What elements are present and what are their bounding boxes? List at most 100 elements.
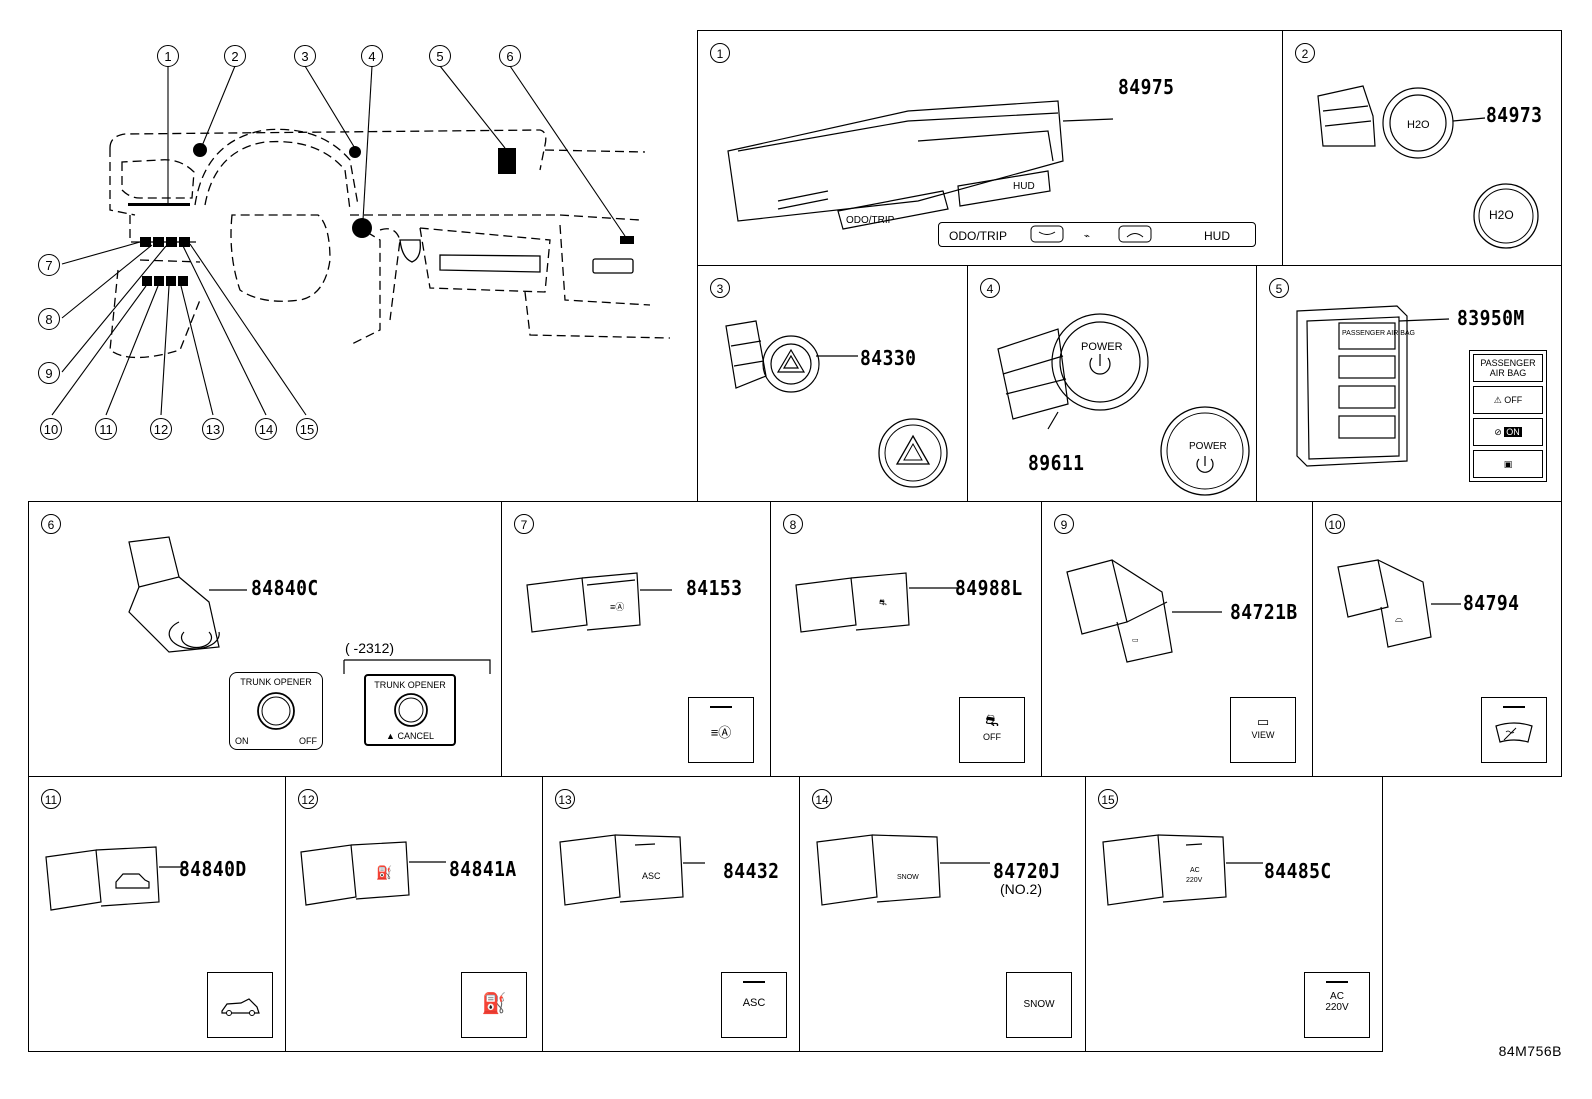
auto-headlamp-icon: ≡Ⓐ bbox=[710, 725, 732, 740]
svg-text:⌓: ⌓ bbox=[1395, 614, 1403, 625]
panel-15: 15 AC 220V 84485C AC 220V bbox=[1085, 776, 1383, 1052]
airbag-on-icon: ⊘ bbox=[1494, 427, 1502, 437]
indicator-bar bbox=[743, 981, 765, 983]
panel-8: 8 ⛐ 84988L ⛐ OFF bbox=[770, 501, 1042, 777]
panel-number: 4 bbox=[980, 278, 1000, 298]
auto-headlamp-icon-box: ≡Ⓐ bbox=[688, 697, 754, 763]
svg-text:⌁: ⌁ bbox=[1084, 231, 1090, 242]
skid-icon: ⛐ bbox=[985, 713, 999, 730]
passenger-airbag-label-box: PASSENGER AIR BAG bbox=[1473, 354, 1543, 382]
asc-switch-illustration: ASC bbox=[559, 834, 705, 906]
trunk-opener-face-a: TRUNK OPENER ON OFF bbox=[229, 672, 323, 750]
panel-number: 3 bbox=[710, 278, 730, 298]
power-switch-illustration: POWER bbox=[997, 313, 1149, 430]
snow-label: SNOW bbox=[1023, 999, 1055, 1010]
callout-4: 4 bbox=[361, 45, 383, 67]
part-number: 84975 bbox=[1118, 75, 1175, 99]
h2o-switch-illustration: H2O bbox=[1317, 85, 1486, 159]
part-number: 84794 bbox=[1463, 591, 1520, 615]
ac-220v-icon-box: AC 220V bbox=[1304, 972, 1370, 1038]
trunk-switch-illustration bbox=[45, 846, 187, 911]
ac-220v-illus-label: 220V bbox=[1186, 877, 1203, 884]
part-number: 84988L bbox=[955, 576, 1023, 600]
view-label: VIEW bbox=[1251, 730, 1275, 740]
vsc-off-icon-box: ⛐ OFF bbox=[959, 697, 1025, 763]
windshield-deicer-icon bbox=[1495, 722, 1533, 743]
fuel-door-switch-illustration: ⛽ bbox=[300, 841, 446, 906]
callout-1: 1 bbox=[157, 45, 179, 67]
callout-8: 8 bbox=[38, 308, 60, 330]
illus-odo-label: ODO/TRIP bbox=[846, 215, 895, 226]
trunk-opener-button-a bbox=[257, 692, 295, 730]
ac-illus-label: AC bbox=[1190, 867, 1200, 874]
illus-hud-label: HUD bbox=[1013, 181, 1035, 192]
range-bracket bbox=[343, 659, 491, 674]
power-icon-label: POWER bbox=[1189, 441, 1227, 452]
headlamp-switch-illustration: ≡Ⓐ bbox=[526, 572, 672, 633]
part-number: 84485C bbox=[1264, 859, 1332, 883]
indicator-bar bbox=[1326, 981, 1348, 983]
trunk-opener-label-a: TRUNK OPENER bbox=[240, 677, 312, 687]
cancel-label: ▲ CANCEL bbox=[386, 731, 434, 741]
wiper-deicer-switch-illustration: ⌓ bbox=[1337, 559, 1461, 648]
part-number: 84840C bbox=[251, 576, 319, 600]
panel-number: 5 bbox=[1269, 278, 1289, 298]
trunk-opener-label-b: TRUNK OPENER bbox=[374, 680, 446, 690]
panel-6: 6 84840C ( -2312) TRUNK OPENER ON OFF TR… bbox=[28, 501, 502, 777]
panel-number: 10 bbox=[1325, 514, 1345, 534]
asc-icon-box: ASC bbox=[721, 972, 787, 1038]
part-number: 84721B bbox=[1230, 600, 1298, 624]
callout-12: 12 bbox=[150, 418, 172, 440]
svg-text:⛽: ⛽ bbox=[376, 865, 392, 880]
airbag-off-indicator: ⚠ OFF bbox=[1473, 386, 1543, 414]
trunk-opener-button-b bbox=[394, 693, 428, 727]
part-number: 89611 bbox=[1028, 451, 1085, 475]
part-number: 84840D bbox=[179, 857, 247, 881]
callout-7: 7 bbox=[38, 254, 60, 276]
vsc-off-switch-illustration: ⛐ bbox=[795, 572, 959, 633]
callout-9: 9 bbox=[38, 362, 60, 384]
seatbelt-icon: ▣ bbox=[1503, 459, 1513, 469]
serial-range-note: ( -2312) bbox=[345, 640, 395, 656]
panel-number: 13 bbox=[555, 789, 575, 809]
panel-2: 2 H2O 84973 H2O bbox=[1282, 30, 1562, 266]
panel-number: 15 bbox=[1098, 789, 1118, 809]
part-number: 84720J bbox=[993, 859, 1061, 883]
main-switch-off-label: OFF bbox=[299, 736, 317, 746]
panel-4: 4 POWER 89611 POWER bbox=[967, 265, 1257, 502]
hud-label: HUD bbox=[1204, 229, 1230, 243]
ac-outlet-switch-illustration: AC 220V bbox=[1102, 834, 1263, 906]
part-number: 83950M bbox=[1457, 306, 1525, 330]
panel-11: 11 84840D bbox=[28, 776, 286, 1052]
panel-5: 5 PASSENGER AIR BAG 83950M PASSENGER AIR… bbox=[1256, 265, 1562, 502]
h2o-icon-label: H2O bbox=[1489, 208, 1514, 222]
view-icon-box: ▭ VIEW bbox=[1230, 697, 1296, 763]
multi-switch-illustration: ODO/TRIP HUD bbox=[727, 100, 1114, 230]
callout-13: 13 bbox=[202, 418, 224, 440]
panel-12: 12 ⛽ 84841A ⛽ bbox=[285, 776, 543, 1052]
part-number: 84330 bbox=[860, 346, 917, 370]
illus-airbag-label: PASSENGER AIR BAG bbox=[1342, 330, 1415, 337]
callout-15: 15 bbox=[296, 418, 318, 440]
part-sub-label: (NO.2) bbox=[1000, 881, 1042, 897]
callout-11: 11 bbox=[95, 418, 117, 440]
snow-switch-illustration: SNOW bbox=[816, 834, 990, 906]
indicator-bar bbox=[710, 706, 732, 708]
fuel-pump-icon: ⛽ bbox=[481, 993, 507, 1015]
airbag-off-icon: ⚠ bbox=[1493, 395, 1502, 405]
dashboard-outline bbox=[51, 65, 671, 416]
odo-trip-switch-face: ODO/TRIP HUD ⌁ bbox=[938, 222, 1256, 247]
panel-number: 6 bbox=[41, 514, 61, 534]
panel-9: 9 ▭ 84721B ▭ VIEW bbox=[1041, 501, 1313, 777]
main-switch-on-label: ON bbox=[235, 736, 249, 746]
panel-1: 1 ODO/TRIP HUD 84975 ODO/TRIP HUD ⌁ bbox=[697, 30, 1283, 266]
panel-number: 7 bbox=[514, 514, 534, 534]
callout-3: 3 bbox=[294, 45, 316, 67]
voltage-label: 220V bbox=[1325, 1002, 1349, 1013]
part-number: 84841A bbox=[449, 857, 517, 881]
callout-5: 5 bbox=[429, 45, 451, 67]
trunk-opener-illustration bbox=[128, 536, 247, 653]
snow-illus-label: SNOW bbox=[897, 874, 919, 881]
panel-number: 12 bbox=[298, 789, 318, 809]
arrow-icons: ⌁ bbox=[1030, 225, 1152, 243]
